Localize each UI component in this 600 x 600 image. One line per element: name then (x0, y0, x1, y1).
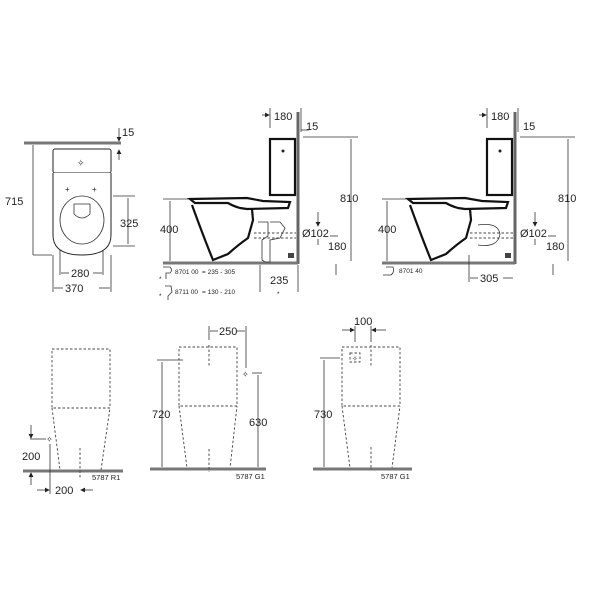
side-view-2: 180 15 810 400 Ø102 180 305 8701 40 (378, 108, 576, 285)
dim-seat-height: 400 (378, 224, 396, 236)
seat (404, 196, 510, 211)
accessory-8701-00: * 8701 00 = 235 - 305 (159, 266, 235, 283)
bend-icon (165, 285, 173, 300)
svg-text:*: * (159, 276, 162, 283)
flush-button-icon: ✧ (77, 158, 85, 168)
fixing-mark-icon: + (65, 185, 70, 194)
svg-text:8711 00: 8711 00 (175, 289, 198, 296)
front-view-2: 250 ✧ 720 630 5787 G1 (150, 326, 267, 481)
front-view-3: 100 ✧ 730 5787 G1 (313, 316, 412, 481)
connection-point-icon: ✧ (46, 435, 53, 444)
front-view-1: ✧ 200 200 5787 R1 (22, 348, 123, 497)
top-view: ✧ + + 15 715 325 280 370 (5, 127, 138, 295)
cistern (485, 137, 514, 197)
model-code: 5787 G1 (236, 472, 265, 481)
dim-connection-offset: 200 (55, 485, 73, 497)
bowl (190, 204, 255, 262)
dim-depth: 715 (5, 196, 23, 208)
dim-inner-width: 280 (71, 268, 89, 280)
side-view-1: 180 15 810 400 Ø102 180 235 * * 8701 00 … (159, 108, 358, 300)
dim-tank-depth: 180 (274, 111, 292, 123)
bowl (408, 204, 473, 262)
svg-text:= 130 - 210: = 130 - 210 (202, 289, 235, 296)
dim-tank-height: 720 (152, 409, 170, 421)
connection-box (349, 352, 361, 363)
pedestal-outline (51, 407, 111, 471)
connection-point-icon: ✧ (242, 370, 249, 379)
svg-text:8701 00: 8701 00 (175, 269, 199, 276)
dim-outlet-distance: 305 (480, 273, 498, 285)
outlet-pipe (258, 221, 286, 263)
dim-wall-gap: 15 (523, 121, 535, 133)
model-code: 5787 R1 (92, 473, 120, 482)
seat-hinge (73, 203, 91, 219)
dim-outlet-diameter: Ø102 (520, 228, 547, 240)
dim-wall-gap: 15 (122, 127, 134, 139)
dim-outlet-distance: 235 (270, 275, 288, 287)
svg-text:8701 40: 8701 40 (399, 268, 423, 275)
dim-tank-depth: 180 (491, 111, 509, 123)
outlet-pipe (477, 224, 501, 246)
bend-icon (383, 266, 395, 276)
svg-text:*: * (159, 293, 162, 300)
dim-outlet-diameter: Ø102 (302, 228, 329, 240)
svg-text:*: * (277, 291, 280, 298)
dim-connection-height: 730 (314, 409, 332, 421)
dim-total-height: 810 (558, 193, 576, 205)
tank-outline (51, 348, 111, 409)
pedestal-outline (341, 405, 401, 469)
connection-point-icon: ✧ (352, 355, 358, 363)
dim-total-height: 810 (340, 193, 358, 205)
bend-icon (163, 266, 172, 279)
fixing-mark-icon: + (92, 185, 97, 194)
dim-connection-offset: 100 (354, 316, 372, 328)
seat (186, 196, 292, 211)
svg-text:= 235 - 305: = 235 - 305 (202, 269, 235, 276)
bowl-outline (52, 173, 112, 256)
model-code: 5787 G1 (381, 472, 410, 481)
cistern (268, 137, 297, 197)
dim-outlet-height: 180 (328, 241, 346, 253)
dim-seat-height: 400 (160, 224, 178, 236)
dim-seat-opening: 325 (120, 218, 138, 230)
dim-connection-height: 200 (22, 451, 40, 463)
dim-connection-height: 630 (249, 417, 267, 429)
dim-connection-offset: 250 (219, 326, 237, 338)
dim-outlet-height: 180 (546, 241, 564, 253)
tank-outline (178, 346, 238, 407)
accessory-8701-40: 8701 40 (383, 266, 423, 276)
dim-wall-gap: 15 (306, 121, 318, 133)
pedestal-outline (178, 405, 238, 469)
dim-outer-width: 370 (65, 283, 83, 295)
accessory-8711-00: * 8711 00 = 130 - 210 (159, 285, 235, 300)
seat-ring (59, 195, 105, 245)
